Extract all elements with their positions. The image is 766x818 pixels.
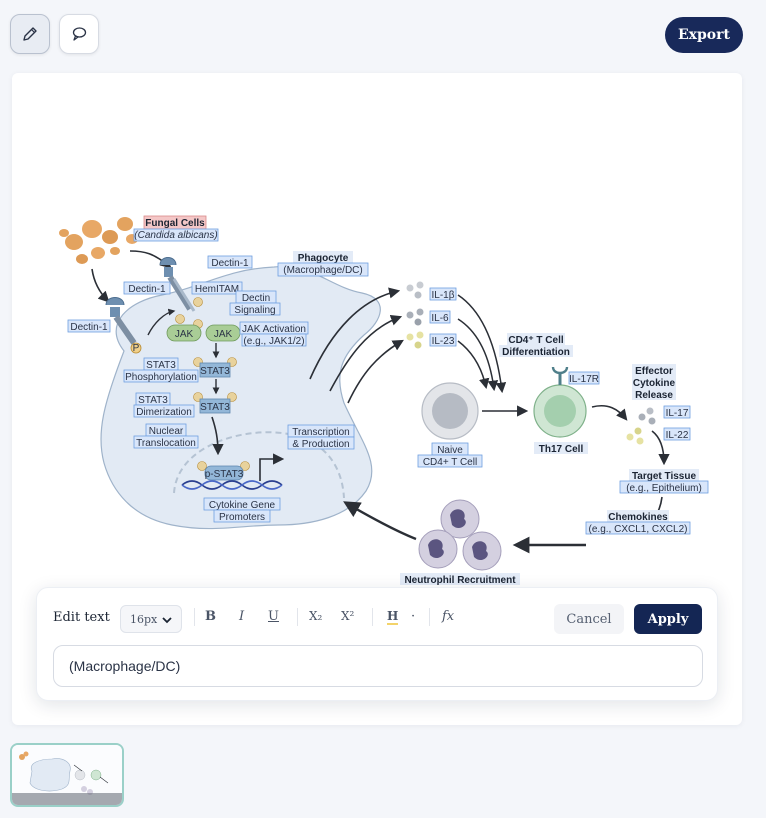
chevron-down-icon xyxy=(162,617,172,624)
stat3-phos-2[interactable]: Phosphorylation xyxy=(125,372,197,383)
formula-button[interactable]: fx xyxy=(442,609,455,624)
thumbnail-preview xyxy=(12,745,122,805)
il17r-label[interactable]: IL-17R xyxy=(569,374,599,385)
th17-label[interactable]: Th17 Cell xyxy=(539,444,584,455)
il17-dots xyxy=(638,407,656,425)
neutrophil-label[interactable]: Neutrophil Recruitment xyxy=(404,575,516,586)
phagocyte-title[interactable]: Phagocyte xyxy=(298,253,349,264)
fungal-title[interactable]: Fungal Cells xyxy=(145,218,205,229)
comment-tool-button[interactable] xyxy=(59,14,99,54)
toolbar-divider xyxy=(372,608,373,626)
pstat3[interactable]: p-STAT3 xyxy=(205,469,244,480)
nucleus xyxy=(173,431,345,499)
fungal-subtitle[interactable]: (Candida albicans) xyxy=(134,230,217,241)
fungal-cells xyxy=(59,217,138,264)
pencil-icon xyxy=(23,27,37,41)
target-1[interactable]: Target Tissue xyxy=(632,471,697,482)
bold-button[interactable]: B xyxy=(205,609,216,624)
jak-activation-2[interactable]: (e.g., JAK1/2) xyxy=(243,336,304,347)
dectin-receptor-left: P xyxy=(105,297,142,354)
cd4-diff-2[interactable]: Differentiation xyxy=(502,347,570,358)
effector-1[interactable]: Effector xyxy=(635,366,673,377)
il22-label[interactable]: IL-22 xyxy=(666,430,689,441)
font-size-value: 16px xyxy=(130,612,158,626)
effector-2[interactable]: Cytokine xyxy=(633,378,676,389)
cd4-diff-1[interactable]: CD4⁺ T Cell xyxy=(508,335,564,346)
dectin-signaling-2[interactable]: Signaling xyxy=(234,305,275,316)
promoters-1[interactable]: Cytokine Gene xyxy=(209,500,276,511)
jak-a[interactable]: JAK xyxy=(175,329,194,340)
stat3-a[interactable]: STAT3 xyxy=(200,366,230,377)
nuclear-1[interactable]: Nuclear xyxy=(149,426,184,437)
underline-button[interactable]: U xyxy=(268,609,279,624)
dectin-left-label[interactable]: Dectin-1 xyxy=(70,322,108,333)
toolbar-divider xyxy=(429,608,430,626)
il23-dots xyxy=(406,331,424,349)
page-thumbnail[interactable] xyxy=(10,743,124,807)
stat3-phos-1[interactable]: STAT3 xyxy=(146,360,176,371)
il1b-label[interactable]: IL-1β xyxy=(432,290,455,301)
superscript-button[interactable]: X² xyxy=(341,609,355,623)
pen-tool-button[interactable] xyxy=(10,14,50,54)
subscript-button[interactable]: X₂ xyxy=(309,609,323,623)
naive-2[interactable]: CD4+ T Cell xyxy=(423,457,477,468)
edit-panel-title: Edit text xyxy=(53,610,110,625)
dectin-receptor-top xyxy=(159,257,196,312)
target-2[interactable]: (e.g., Epithelium) xyxy=(626,483,702,494)
il6-dots xyxy=(406,308,424,326)
apply-button[interactable]: Apply xyxy=(634,604,702,634)
cancel-button[interactable]: Cancel xyxy=(554,604,624,634)
text-edit-input[interactable] xyxy=(53,645,703,687)
il6-label[interactable]: IL-6 xyxy=(431,313,449,324)
hemitam-label[interactable]: HemITAM xyxy=(195,284,239,295)
chemokines-1[interactable]: Chemokines xyxy=(608,512,668,523)
jak-activation-1[interactable]: JAK Activation xyxy=(242,324,306,335)
stat3-dim-2[interactable]: Dimerization xyxy=(136,407,192,418)
svg-text:P: P xyxy=(133,343,140,354)
highlight-button[interactable]: H xyxy=(387,609,399,625)
stat3-dim-1[interactable]: STAT3 xyxy=(138,395,168,406)
transcription-1[interactable]: Transcription xyxy=(292,427,349,438)
speech-bubble-icon xyxy=(72,27,87,41)
il22-dots xyxy=(626,427,644,445)
dectin-signaling-1[interactable]: Dectin xyxy=(242,293,270,304)
effector-3[interactable]: Release xyxy=(635,390,673,401)
neutrophils xyxy=(418,499,502,571)
dectin-top-label[interactable]: Dectin-1 xyxy=(211,258,249,269)
transcription-2[interactable]: & Production xyxy=(292,439,349,450)
pathway-diagram: Fungal Cells (Candida albicans) Dectin-1… xyxy=(59,215,709,586)
phagocyte-subtitle[interactable]: (Macrophage/DC) xyxy=(283,265,362,276)
edit-text-panel: Edit text 16px B I U X₂ X² H · fx Cancel… xyxy=(36,587,718,701)
il1b-dots xyxy=(406,281,424,299)
dectin-mid-label[interactable]: Dectin-1 xyxy=(128,284,166,295)
nuclear-2[interactable]: Translocation xyxy=(136,438,196,449)
il23-label[interactable]: IL-23 xyxy=(432,336,455,347)
export-button[interactable]: Export xyxy=(665,17,743,53)
il17-label[interactable]: IL-17 xyxy=(666,408,689,419)
promoters-2[interactable]: Promoters xyxy=(219,512,265,523)
toolbar-divider xyxy=(297,608,298,626)
font-size-select[interactable]: 16px xyxy=(120,605,182,633)
stat3-b[interactable]: STAT3 xyxy=(200,402,230,413)
naive-1[interactable]: Naive xyxy=(437,445,463,456)
toolbar-divider xyxy=(194,608,195,626)
italic-button[interactable]: I xyxy=(239,609,245,624)
highlight-color-dropdown[interactable]: · xyxy=(411,609,416,624)
chemokines-2[interactable]: (e.g., CXCL1, CXCL2) xyxy=(589,524,688,535)
jak-b[interactable]: JAK xyxy=(214,329,233,340)
